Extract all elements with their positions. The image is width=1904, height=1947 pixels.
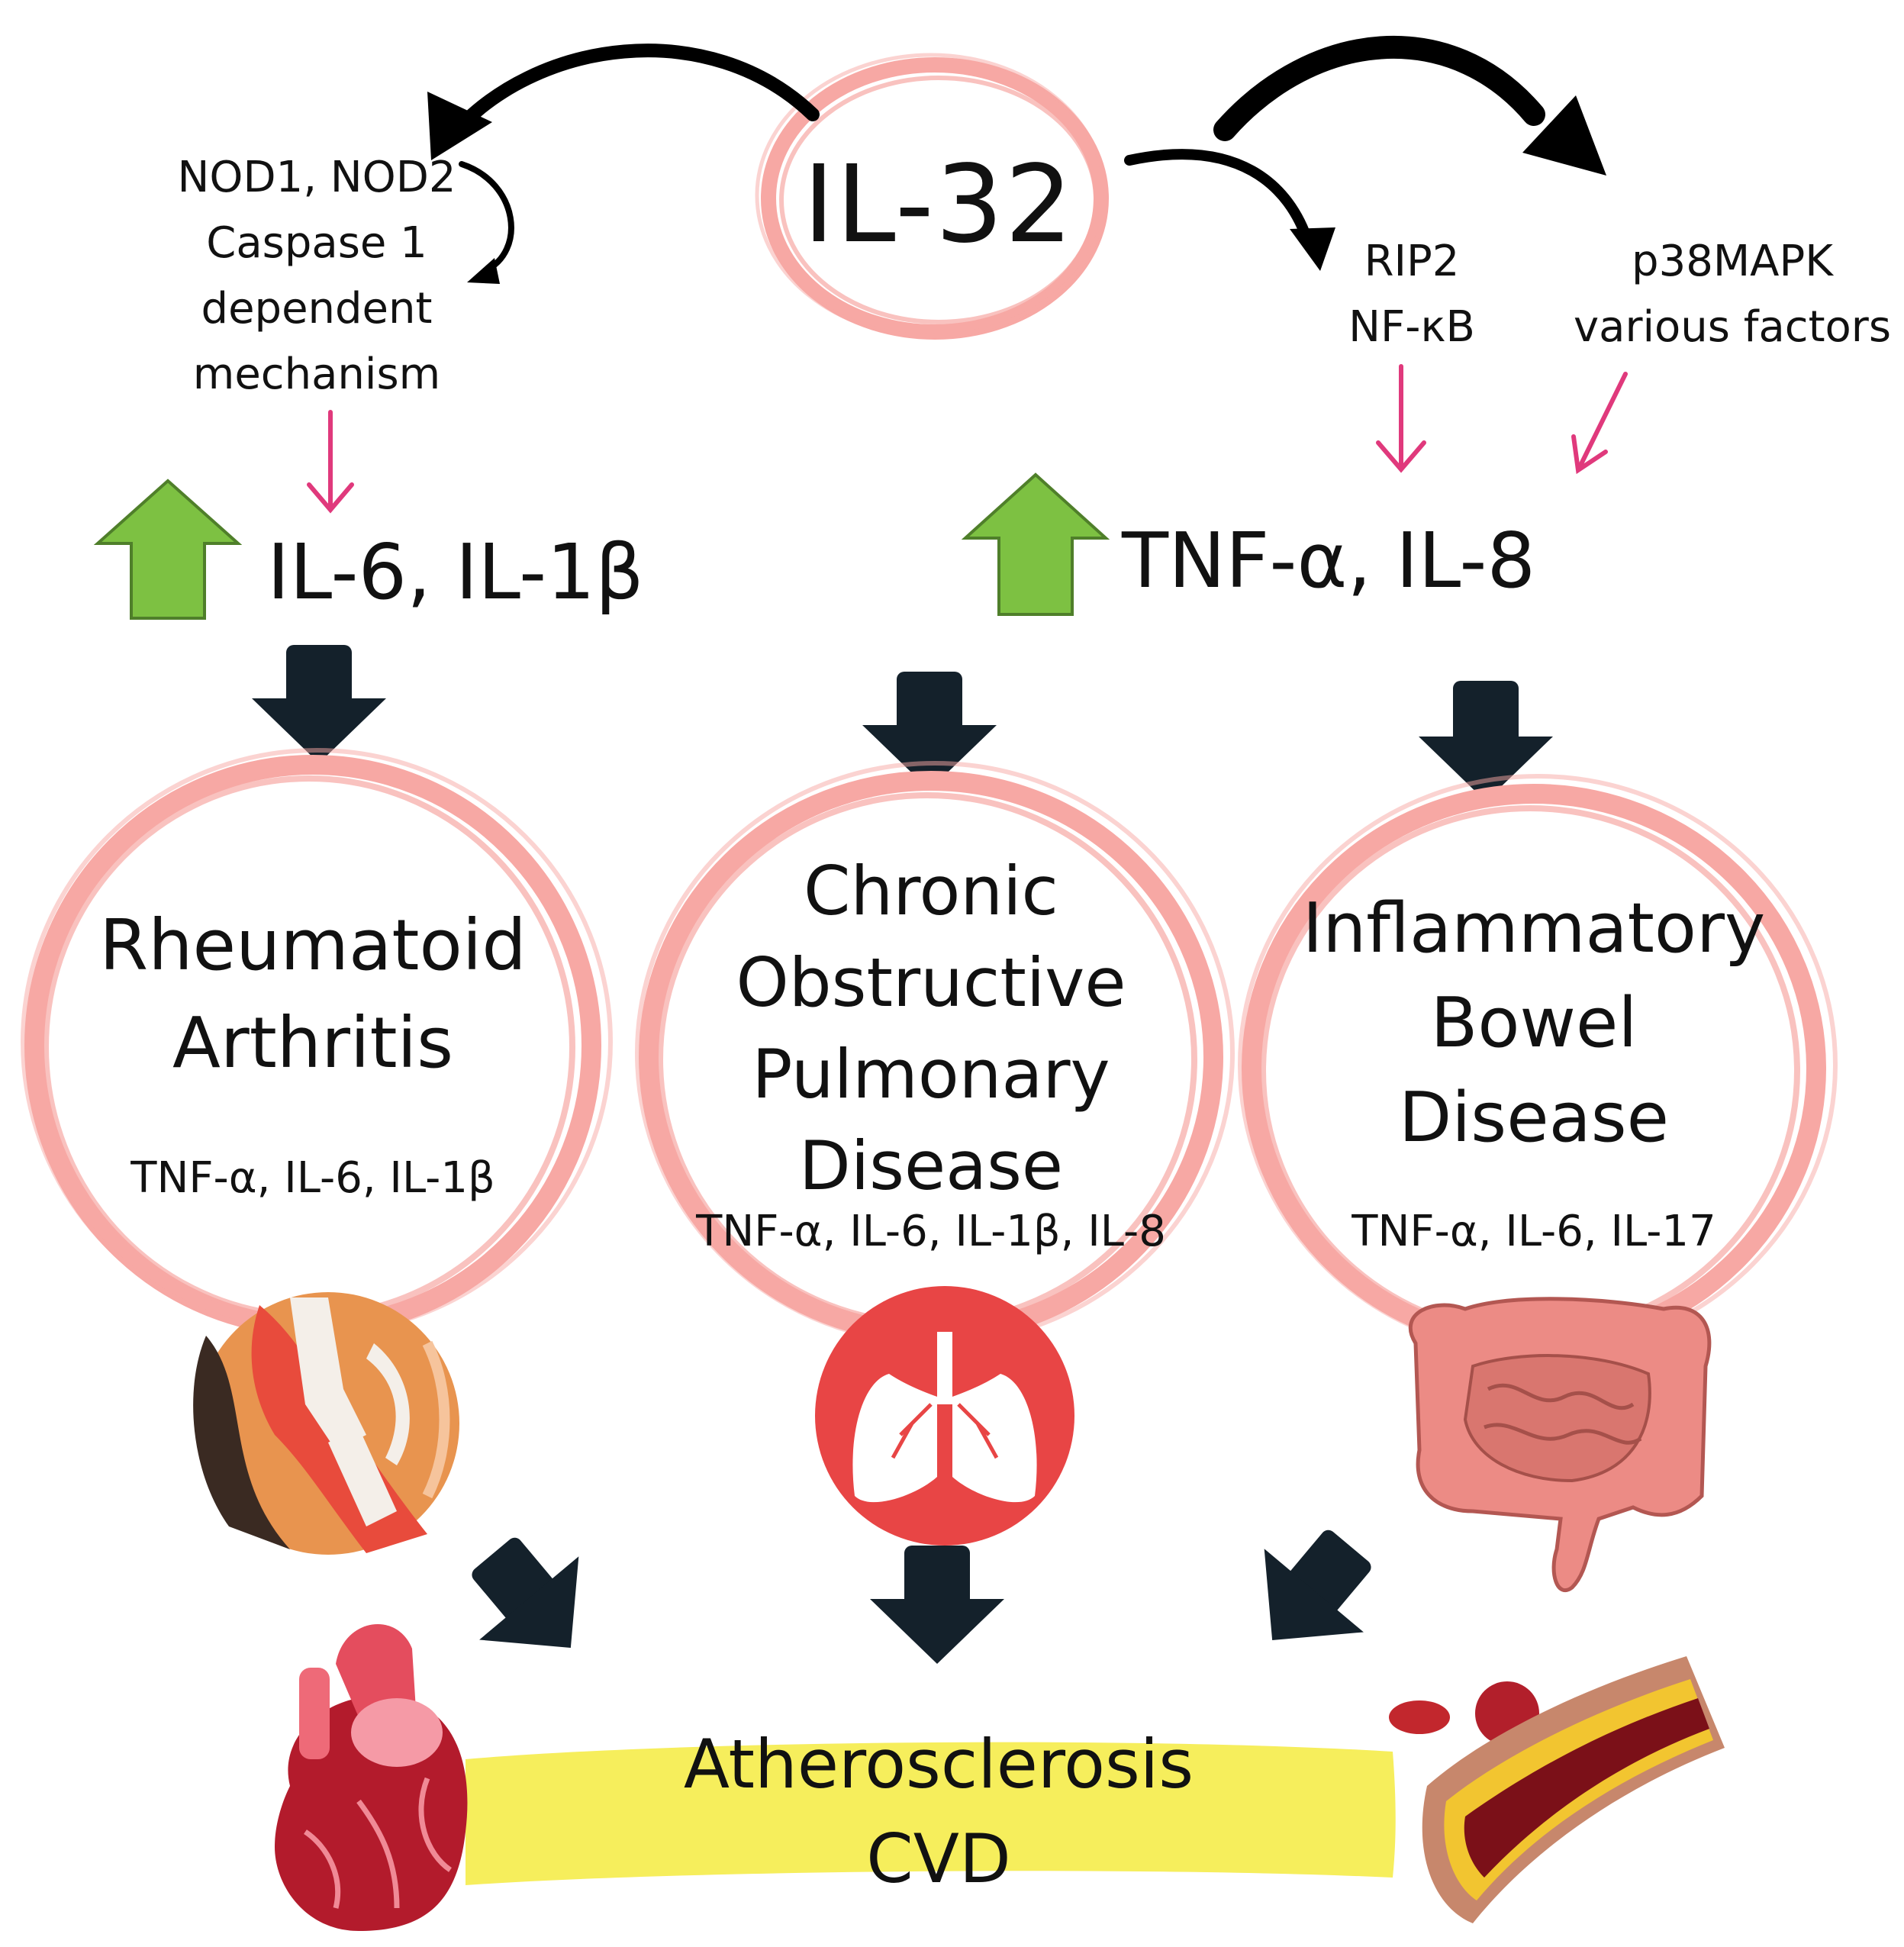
down-arrow-center <box>862 672 997 790</box>
p38-line-2: various factors <box>1573 302 1891 352</box>
pink-arrow-rip2 <box>1376 364 1426 473</box>
upregulated-left-label: IL-6, IL-1β <box>267 527 644 617</box>
outcome-band <box>466 1742 1396 1885</box>
arrow-nod-loop <box>459 161 514 274</box>
upregulated-right-label: TNF-α, IL-8 <box>1122 516 1536 605</box>
nod-line-3: dependent <box>201 284 433 334</box>
outcome-label: Atherosclerosis CVD <box>626 1717 1252 1907</box>
ra-title-line-1: Rheumatoid <box>99 904 527 986</box>
arrow-nod-loop-head <box>467 258 500 284</box>
knee-joint-icon <box>193 1292 459 1555</box>
copd-title-line-2: Obstructive <box>736 943 1126 1022</box>
up-arrow-left <box>93 479 243 620</box>
nod-line-4: mechanism <box>192 350 441 399</box>
intestine-icon <box>1408 1297 1712 1592</box>
rip2-line-1: RIP2 <box>1364 237 1460 286</box>
heart-icon <box>275 1623 468 1931</box>
arrow-il32-to-nod <box>443 44 820 144</box>
ibd-title: Inflammatory Bowel Disease <box>1259 882 1809 1165</box>
down-arrow-from-ibd <box>1264 1530 1371 1640</box>
down-arrow-right <box>1419 681 1553 801</box>
ibd-title-line-1: Inflammatory <box>1302 888 1766 969</box>
down-arrow-left <box>252 645 386 763</box>
il32-label: IL-32 <box>803 143 1074 267</box>
ra-title-line-2: Arthritis <box>172 1002 454 1084</box>
artery-plaque-icon <box>1389 1656 1725 1923</box>
arrow-il32-to-p38-head <box>1522 95 1606 176</box>
ibd-title-line-3: Disease <box>1399 1078 1669 1158</box>
down-arrow-from-ra <box>472 1537 579 1648</box>
il32-ring <box>755 53 1109 340</box>
copd-title-line-3: Pulmonary <box>752 1035 1110 1114</box>
nod-line-1: NOD1, NOD2 <box>177 153 456 202</box>
ra-title: Rheumatoid Arthritis <box>84 897 542 1092</box>
p38mapk-label: p38MAPK various factors <box>1549 229 1904 360</box>
copd-title-line-1: Chronic <box>804 852 1058 930</box>
arrow-il32-to-nod-head <box>427 92 492 160</box>
copd-title: Chronic Obstructive Pulmonary Disease <box>672 846 1190 1212</box>
pink-arrow-p38 <box>1571 372 1628 475</box>
down-arrow-from-copd <box>870 1546 1004 1664</box>
arrow-il32-to-p38 <box>1213 36 1545 141</box>
rip2-line-2: NF-κB <box>1348 302 1475 352</box>
ibd-title-line-2: Bowel <box>1430 983 1638 1063</box>
ra-cytokines: TNF-α, IL-6, IL-1β <box>130 1153 495 1203</box>
up-arrow-right <box>961 472 1110 616</box>
outcome-line-2: CVD <box>866 1820 1011 1898</box>
pink-arrow-left <box>307 410 354 514</box>
outcome-line-1: Atherosclerosis <box>683 1725 1194 1804</box>
rip2-nfkb-label: RIP2 NF-κB <box>1313 229 1511 360</box>
nod-caspase-pathway-label: NOD1, NOD2 Caspase 1 dependent mechanism <box>145 145 488 408</box>
arrow-il32-to-rip2-head <box>1290 227 1335 271</box>
lungs-icon <box>815 1286 1074 1546</box>
ibd-cytokines: TNF-α, IL-6, IL-17 <box>1351 1207 1716 1256</box>
p38-line-1: p38MAPK <box>1632 237 1833 286</box>
nod-line-2: Caspase 1 <box>206 218 427 268</box>
copd-cytokines: TNF-α, IL-6, IL-1β, IL-8 <box>696 1207 1166 1256</box>
arrow-il32-to-rip2 <box>1124 149 1314 250</box>
copd-title-line-4: Disease <box>798 1127 1064 1205</box>
